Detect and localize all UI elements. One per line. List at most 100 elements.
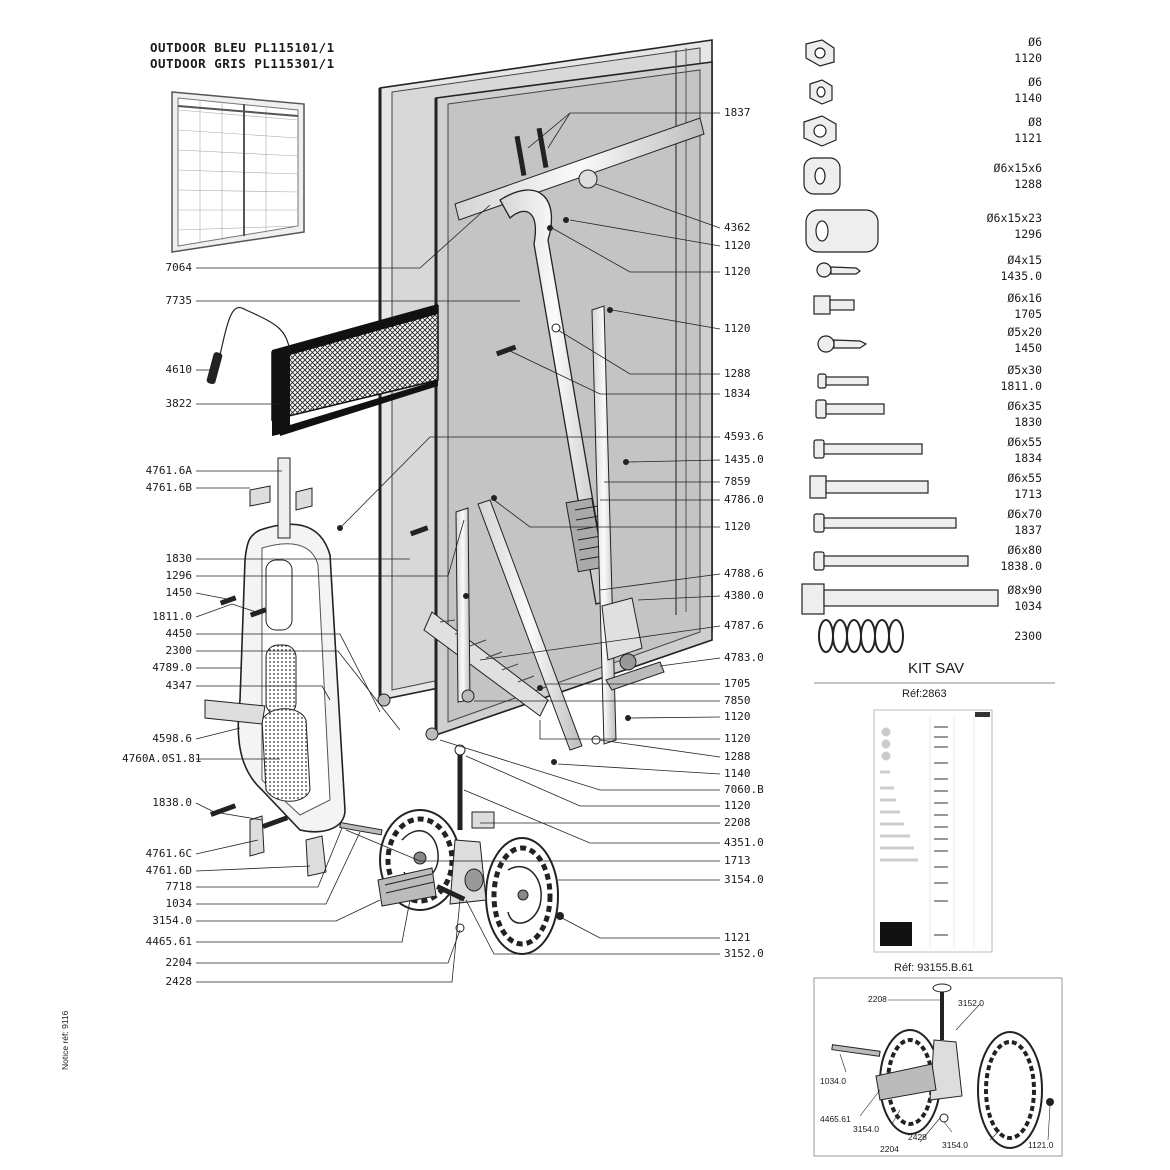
- left-label-9: 1811.0: [152, 610, 192, 623]
- hardware-ref: 1838.0: [1000, 559, 1042, 573]
- hardware-size: Ø5x20: [1007, 325, 1042, 339]
- right-label-10: 4786.0: [724, 493, 764, 506]
- kit-ref-2863: Réf:2863: [902, 688, 947, 700]
- hardware-ref: 1121: [1014, 131, 1042, 145]
- diagram-hardware: [210, 127, 631, 933]
- kit-label-7: 3154.0: [942, 1140, 968, 1150]
- left-label-8: 1450: [165, 586, 193, 599]
- leader-lines-left: [195, 204, 520, 983]
- hardware-row-2300: 2300: [912, 628, 1042, 644]
- right-label-26: 1713: [724, 854, 751, 867]
- leg-frame: [204, 457, 346, 833]
- nut-icon: [805, 39, 835, 67]
- hardware-row-1811.0: Ø5x30 1811.0: [912, 362, 1042, 394]
- left-label-18: 4761.6D: [145, 864, 192, 877]
- kit-label-0: 2208: [868, 994, 887, 1004]
- brace-4787: [423, 499, 583, 751]
- right-label-5: 1288: [724, 367, 751, 380]
- kit-ref-93155: Réf: 93155.B.61: [894, 962, 974, 974]
- hardware-size: Ø6x55: [1007, 471, 1042, 485]
- screw-icon: [813, 551, 969, 571]
- left-label-20: 1034: [165, 897, 193, 910]
- left-label-17: 4761.6C: [145, 847, 192, 860]
- right-label-28: 1121: [724, 931, 751, 944]
- hardware-icons: [801, 39, 999, 653]
- right-label-24: 2208: [724, 816, 751, 829]
- net-3822: [271, 304, 439, 436]
- cable-4610: [213, 306, 291, 383]
- hardware-size: Ø8: [1028, 115, 1042, 129]
- wheel-left: [377, 809, 461, 911]
- left-label-3: 3822: [165, 397, 193, 410]
- hardware-ref: 1830: [1014, 415, 1042, 429]
- left-label-1: 7735: [165, 294, 193, 307]
- hardware-size: Ø6x15x6: [993, 161, 1042, 175]
- hardware-ref: 1435.0: [1000, 269, 1042, 283]
- right-label-13: 4380.0: [724, 589, 764, 602]
- right-label-21: 1140: [724, 767, 751, 780]
- screw-icon: [816, 262, 861, 278]
- hardware-ref: 1120: [1014, 51, 1042, 65]
- nut-icon: [809, 79, 833, 105]
- left-label-16: 1838.0: [152, 796, 192, 809]
- hardware-ref: 1837: [1014, 523, 1042, 537]
- hardware-ref: 1834: [1014, 451, 1042, 465]
- kit-label-4: 3154.0: [853, 1124, 879, 1134]
- right-label-12: 4788.6: [724, 567, 764, 580]
- right-label-18: 1120: [724, 710, 751, 723]
- kit-title: KIT SAV: [908, 660, 965, 677]
- axle-bracket: [449, 744, 487, 905]
- right-label-19: 1120: [724, 732, 751, 745]
- right-label-29: 3152.0: [724, 947, 764, 960]
- kit-label-5: 2204: [880, 1144, 899, 1154]
- right-label-7: 4593.6: [724, 430, 764, 443]
- hardware-size: Ø4x15: [1007, 253, 1042, 267]
- spring-icon: [818, 619, 904, 653]
- left-label-0: 7064: [165, 261, 193, 274]
- screw-icon: [813, 439, 923, 459]
- hardware-ref: 1296: [1014, 227, 1042, 241]
- right-label-17: 7850: [724, 694, 751, 707]
- bolt-icon: [813, 295, 855, 315]
- right-label-8: 1435.0: [724, 453, 764, 466]
- left-label-21: 3154.0: [152, 914, 192, 927]
- hardware-ref: 1811.0: [1000, 379, 1042, 393]
- right-label-0: 1837: [724, 106, 751, 119]
- nut-icon: [803, 115, 837, 147]
- right-label-27: 3154.0: [724, 873, 764, 886]
- screw-icon: [813, 513, 957, 533]
- hardware-ref: 1450: [1014, 341, 1042, 355]
- kit-label-3: 4465.61: [820, 1114, 851, 1124]
- screw-icon: [817, 335, 868, 353]
- screw-icon: [815, 399, 885, 419]
- left-label-5: 4761.6B: [145, 481, 192, 494]
- hardware-ref: 1034: [1014, 599, 1042, 613]
- left-label-14: 4598.6: [152, 732, 192, 745]
- left-label-2: 4610: [165, 363, 193, 376]
- leader-lines-right: [341, 112, 721, 955]
- left-label-24: 2428: [165, 975, 193, 988]
- right-label-6: 1834: [724, 387, 751, 400]
- kit-93155-box: [813, 977, 1063, 1157]
- kit-label-2: 1034.0: [820, 1076, 846, 1086]
- model-title-grey: OUTDOOR GRIS PL115301/1: [150, 56, 335, 71]
- hardware-ref: 1705: [1014, 307, 1042, 321]
- right-label-2: 1120: [724, 239, 751, 252]
- wheel-right: [485, 837, 559, 955]
- screw-icon: [817, 373, 869, 389]
- hardware-row-1435.0: Ø4x15 1435.0: [912, 252, 1042, 284]
- left-label-6: 1830: [165, 552, 193, 565]
- right-label-1: 4362: [724, 221, 751, 234]
- left-label-13: 4347: [165, 679, 193, 692]
- hardware-size: Ø5x30: [1007, 363, 1042, 377]
- net-thumbnail: [171, 91, 305, 253]
